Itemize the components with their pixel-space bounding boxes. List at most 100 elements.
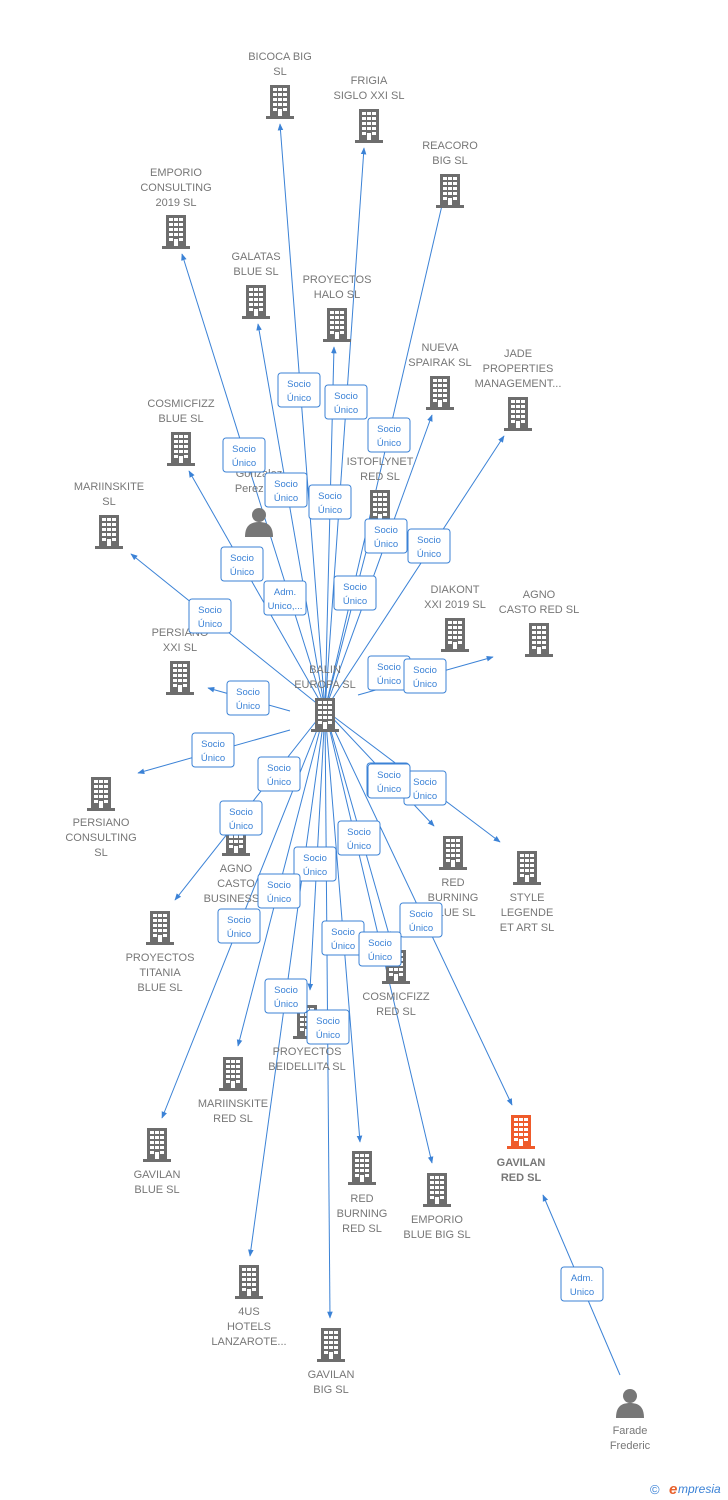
relation-badge-box <box>263 580 307 616</box>
relation-badge-text: Único <box>374 539 398 550</box>
node-label: SIGLO XXI SL <box>334 90 405 102</box>
edge-line <box>324 528 374 711</box>
node-label: CASTO <box>217 878 255 890</box>
relation-badge-box <box>191 732 235 768</box>
node-4us[interactable]: 4USHOTELSLANZAROTE... <box>211 1265 287 1348</box>
relation-badge-text: Socio <box>413 777 437 788</box>
building-icon <box>162 215 190 249</box>
building-icon <box>436 174 464 208</box>
relation-badge-box <box>324 384 368 420</box>
footer-brand[interactable]: © e mpresia <box>650 1481 721 1498</box>
node-agno-casto-business[interactable]: AGNOCASTOBUSINESS... <box>204 822 269 905</box>
relation-badge-box <box>358 931 402 967</box>
edge-line <box>324 147 367 711</box>
relation-badge-box <box>337 820 381 856</box>
relation-badge-text: Único <box>377 676 401 687</box>
building-icon <box>219 1057 247 1091</box>
node-label: 2019 SL <box>156 197 197 209</box>
relation-badge-box <box>367 763 411 799</box>
relation-badge-text: Socio <box>377 424 401 435</box>
person-icon <box>616 1389 644 1418</box>
node-label: CONSULTING <box>65 832 136 844</box>
relation-badge-text: Único <box>316 1030 340 1041</box>
relation-badge-text: Unico,... <box>268 601 303 612</box>
edge-line <box>188 470 326 711</box>
relation-badge-text: Único <box>413 791 437 802</box>
relation-badge-box <box>560 1266 604 1302</box>
relation-badge-box <box>220 546 264 582</box>
relation-badge-r11[interactable]: Adm.Unico,... <box>263 580 307 616</box>
relation-badge-text: Socio <box>316 1016 340 1027</box>
node-label: STYLE <box>510 892 545 904</box>
relation-badge-text: Único <box>227 929 251 940</box>
building-icon <box>426 376 454 410</box>
node-label: AGNO <box>523 589 556 601</box>
relation-badge-text: Único <box>417 549 441 560</box>
brand-logo-text: mpresia <box>678 1482 721 1496</box>
building-icon <box>323 308 351 342</box>
relation-badge-text: Socio <box>409 909 433 920</box>
building-icon <box>143 1128 171 1162</box>
relation-badge-box <box>217 908 261 944</box>
node-label: LANZAROTE... <box>211 1336 286 1348</box>
relation-badge-text: Socio <box>417 535 441 546</box>
copyright-symbol: © <box>650 1482 660 1497</box>
node-jade[interactable]: JADEPROPERTIESMANAGEMENT... <box>475 348 562 431</box>
relation-badge-r31[interactable]: Adm.Unico <box>560 1266 604 1302</box>
node-label: MANAGEMENT... <box>475 378 562 390</box>
